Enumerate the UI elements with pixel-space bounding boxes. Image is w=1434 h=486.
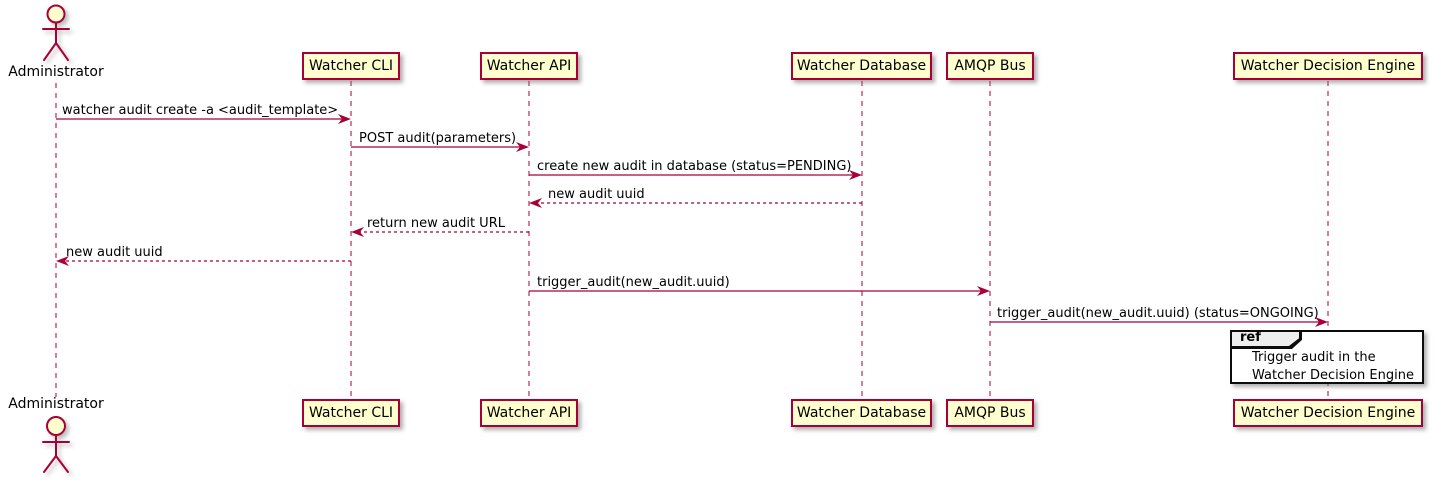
message-label-8: trigger_audit(new_audit.uuid) (status=ON… <box>997 306 1319 321</box>
participant-box-watcher-database-top: Watcher Database <box>791 52 932 80</box>
ref-tag-label: ref <box>1240 330 1261 345</box>
ref-text-line-2: Watcher Decision Engine <box>1252 368 1414 383</box>
arrow-message-1 <box>56 114 351 124</box>
arrow-message-8 <box>990 317 1328 327</box>
participant-box-watcher-api-top: Watcher API <box>480 52 578 80</box>
participant-box-watcher-database-bottom: Watcher Database <box>791 399 932 427</box>
actor-label-bottom: Administrator <box>8 396 104 412</box>
message-label-5: return new audit URL <box>367 216 505 231</box>
participant-box-watcher-api-bottom: Watcher API <box>480 399 578 427</box>
ref-text: Trigger audit in the Watcher Decision En… <box>1252 349 1414 385</box>
ref-fragment: ref Trigger audit in the Watcher Decisio… <box>1230 330 1424 384</box>
message-label-7: trigger_audit(new_audit.uuid) <box>537 275 730 290</box>
actor-label-top: Administrator <box>8 64 104 80</box>
arrow-message-2 <box>351 142 529 152</box>
message-label-4: new audit uuid <box>548 187 645 202</box>
participant-box-amqp-bus-bottom: AMQP Bus <box>946 399 1034 427</box>
ref-text-line-1: Trigger audit in the <box>1252 350 1376 365</box>
arrow-message-7 <box>529 286 990 296</box>
participant-box-watcher-decision-engine-bottom: Watcher Decision Engine <box>1233 399 1423 427</box>
message-label-3: create new audit in database (status=PEN… <box>537 159 852 174</box>
participant-box-watcher-cli-bottom: Watcher CLI <box>302 399 400 427</box>
ref-tag: ref <box>1230 330 1302 349</box>
ref-tag-fill <box>1232 332 1299 346</box>
arrow-message-6 <box>56 256 351 266</box>
participant-box-amqp-bus-top: AMQP Bus <box>946 52 1034 80</box>
message-label-1: watcher audit create -a <audit_template> <box>62 103 339 118</box>
arrow-message-4 <box>529 198 862 208</box>
participant-box-watcher-cli-top: Watcher CLI <box>302 52 400 80</box>
arrow-message-5 <box>351 227 529 237</box>
message-label-2: POST audit(parameters) <box>359 131 517 146</box>
arrow-message-3 <box>529 170 862 180</box>
actor-figure-bottom <box>42 416 70 473</box>
actor-figure-top <box>42 4 70 61</box>
participant-box-watcher-decision-engine-top: Watcher Decision Engine <box>1233 52 1423 80</box>
message-label-6: new audit uuid <box>66 245 163 260</box>
